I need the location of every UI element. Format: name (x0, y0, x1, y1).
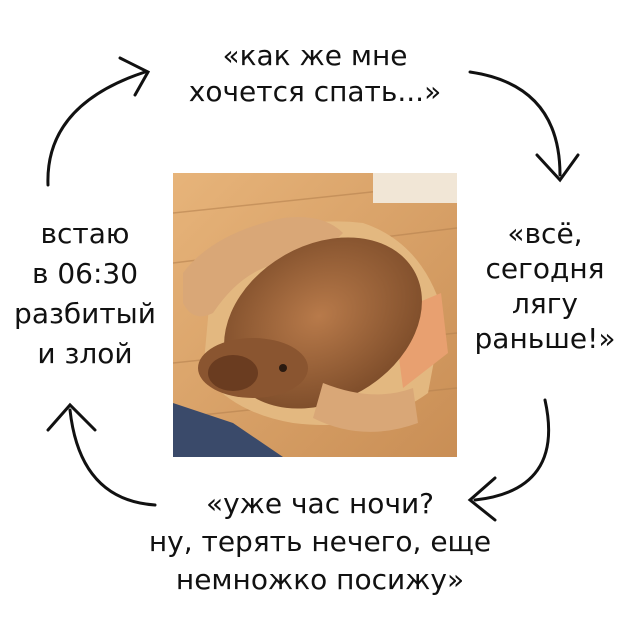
caption-line: лягу (511, 287, 579, 320)
caption-line: ну, терять нечего, еще (148, 525, 492, 558)
capybara-photo (173, 173, 457, 457)
arrow-left-to-top-icon (46, 56, 151, 187)
caption-line: в 06:30 (31, 257, 139, 290)
caption-line: «всё, (507, 217, 583, 250)
caption-bottom: «уже час ночи? ну, терять нечего, еще не… (90, 485, 550, 599)
caption-line: разбитый (14, 297, 156, 330)
caption-line: сегодня (485, 252, 605, 285)
arrow-bottom-to-left-icon (46, 402, 157, 507)
caption-left: встаю в 06:30 разбитый и злой (0, 214, 170, 374)
arrow-right-to-bottom-icon (467, 398, 551, 522)
caption-top: «как же мне хочется спать...» (120, 38, 510, 110)
caption-line: встаю (40, 217, 130, 250)
arrow-top-to-right-icon (468, 70, 580, 183)
caption-line: хочется спать...» (188, 75, 442, 108)
caption-line: «уже час ночи? (205, 487, 435, 520)
caption-line: «как же мне (222, 39, 408, 72)
caption-line: немножко посижу» (175, 563, 465, 596)
caption-line: и злой (37, 337, 133, 370)
caption-line: раньше!» (474, 322, 616, 355)
caption-right: «всё, сегодня лягу раньше!» (460, 216, 630, 356)
